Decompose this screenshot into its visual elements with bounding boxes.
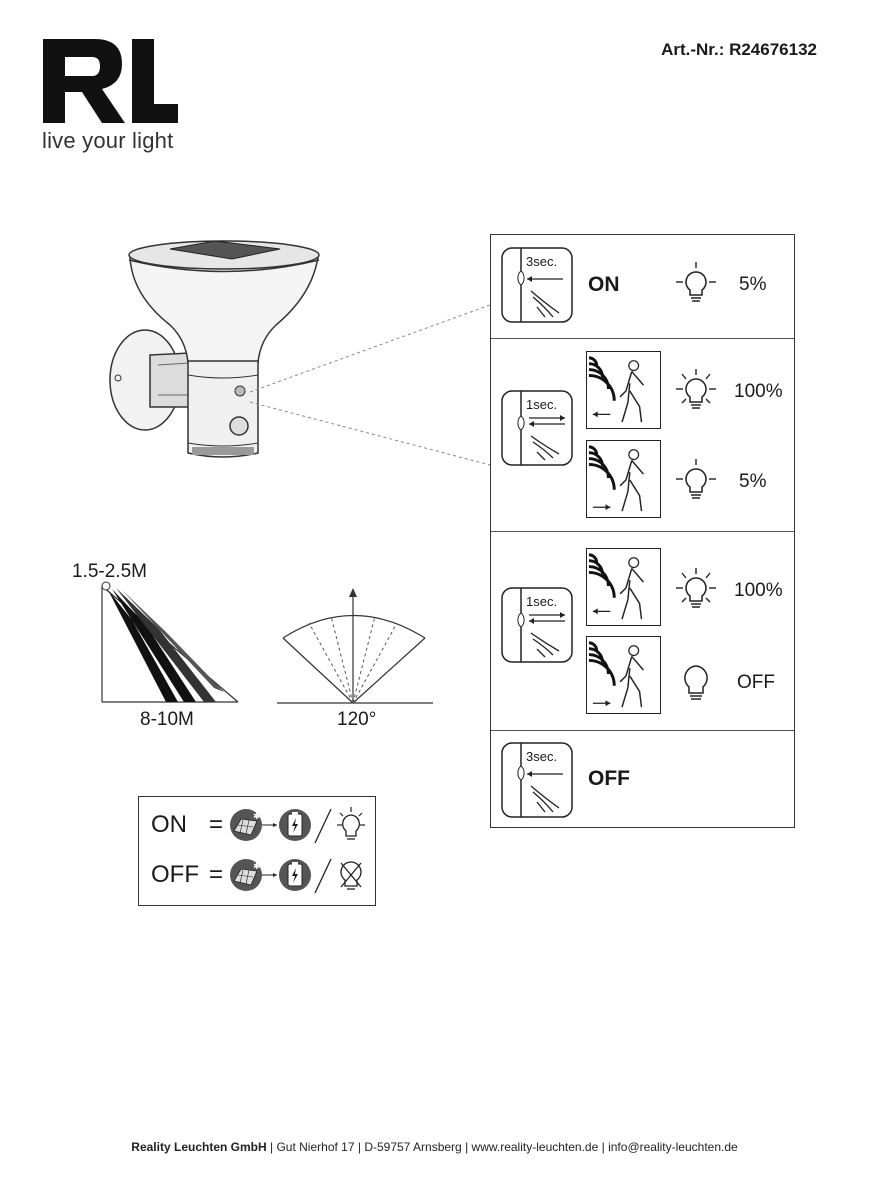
- range-label: 8-10M: [140, 709, 194, 730]
- footer-website-link[interactable]: www.reality-leuchten.de: [471, 1140, 599, 1154]
- legend-on-icons: ✱: [230, 807, 365, 844]
- motion-sensor-icon: [586, 351, 661, 429]
- bulb-on-icon: [676, 369, 716, 409]
- legend-off-icons: ✱: [230, 858, 362, 894]
- legend-equals: =: [209, 861, 224, 888]
- footer-separator: |: [357, 1140, 361, 1154]
- detection-range-diagram: [101, 581, 239, 703]
- callout-lines: [249, 304, 491, 466]
- svg-text:✱: ✱: [253, 862, 261, 872]
- mode-panel: 3sec. ON 5% 1sec.: [490, 234, 795, 828]
- footer-separator: |: [601, 1140, 605, 1154]
- idle-brightness-label: OFF: [737, 672, 775, 693]
- press-duration-label: 3sec.: [526, 254, 558, 269]
- detection-angle-diagram: [277, 588, 433, 704]
- footer-email-link[interactable]: info@reality-leuchten.de: [608, 1140, 738, 1154]
- press-duration-label: 1sec.: [526, 594, 558, 609]
- logo-tagline: live your light: [42, 128, 174, 153]
- button-press-icon: [501, 742, 573, 818]
- footer-city: D-59757 Arnsberg: [364, 1140, 462, 1154]
- motion-brightness-label: 100%: [734, 580, 783, 601]
- legend-equals: =: [209, 811, 224, 838]
- button-press-icon: [501, 390, 573, 466]
- battery-icon: [279, 859, 311, 891]
- angle-label: 120°: [337, 709, 377, 730]
- footer-address: Gut Nierhof 17: [276, 1140, 355, 1154]
- footer-company: Reality Leuchten GmbH: [131, 1140, 267, 1154]
- motion-sensor-icon: [586, 548, 661, 626]
- footer-separator: |: [270, 1140, 274, 1154]
- brightness-label: 5%: [739, 274, 767, 295]
- mode-on-label: ON: [588, 273, 620, 296]
- bulb-off-icon: [340, 861, 362, 890]
- solar-panel-icon: ✱: [230, 809, 262, 841]
- motion-sensor-icon: [586, 636, 661, 714]
- battery-icon: [279, 809, 311, 841]
- panel-divider: [491, 338, 794, 339]
- bulb-on-icon: [676, 262, 716, 302]
- legend-on-label: ON: [151, 811, 187, 838]
- panel-divider: [491, 730, 794, 731]
- motion-sensor-icon: [586, 440, 661, 518]
- motion-brightness-label: 100%: [734, 381, 783, 402]
- press-duration-label: 1sec.: [526, 397, 558, 412]
- panel-divider: [491, 531, 794, 532]
- bulb-on-icon: [676, 568, 716, 608]
- button-press-icon: [501, 587, 573, 663]
- article-number: Art.-Nr.: R24676132: [661, 40, 817, 59]
- mount-height-label: 1.5-2.5M: [72, 561, 147, 582]
- bulb-off-icon: [684, 665, 708, 700]
- rl-logo: [43, 39, 178, 123]
- svg-text:✱: ✱: [253, 812, 261, 822]
- idle-brightness-label: 5%: [739, 471, 767, 492]
- mode-off-label: OFF: [588, 767, 630, 790]
- button-press-icon: [501, 247, 573, 323]
- footer-separator: |: [465, 1140, 469, 1154]
- solar-panel-icon: ✱: [230, 859, 262, 891]
- press-duration-label: 3sec.: [526, 749, 558, 764]
- power-legend: ON = OFF = ✱: [138, 796, 376, 906]
- bulb-on-icon: [337, 807, 365, 840]
- legend-off-label: OFF: [151, 861, 199, 888]
- bulb-on-icon: [676, 459, 716, 499]
- footer: Reality Leuchten GmbH | Gut Nierhof 17 |…: [0, 1140, 869, 1154]
- solar-wall-lamp-illustration: [109, 240, 320, 458]
